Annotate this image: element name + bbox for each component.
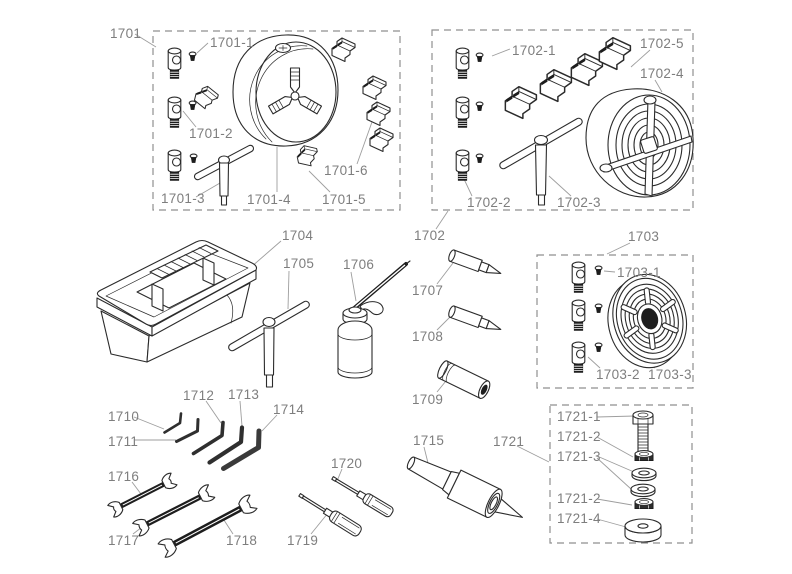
part-label-1710: 1710 (108, 409, 139, 424)
part-label-1701-5: 1701-5 (322, 192, 366, 207)
chuck-key-1702-3 (499, 117, 583, 206)
washer-1721-3a (631, 467, 657, 482)
part-label-1712: 1712 (183, 388, 214, 403)
reduction-sleeve-drawing (437, 360, 491, 399)
part-label-1715: 1715 (413, 433, 444, 448)
part-label-1702: 1702 (414, 228, 445, 243)
toolbox-drawing (96, 239, 258, 363)
open-end-wrench-1717 (132, 484, 216, 537)
chuck-key-1705 (228, 300, 310, 388)
part-labels: 1701 1701-1 1701-2 1701-3 1701-4 1701-5 … (108, 26, 692, 548)
part-label-1704: 1704 (282, 228, 313, 243)
dashed-box-1721 (549, 404, 693, 544)
live-center-drawing (406, 456, 524, 519)
open-end-wrench-1716 (107, 472, 178, 518)
hex-key-set (163, 412, 262, 471)
part-label-1705: 1705 (283, 256, 314, 271)
hex-key-1712 (191, 420, 225, 456)
oil-can-drawing (337, 260, 411, 379)
part-label-1701-2: 1701-2 (189, 126, 233, 141)
part-label-1711: 1711 (108, 434, 138, 449)
hex-key-1714 (221, 428, 262, 471)
part-label-1721-1: 1721-1 (557, 409, 601, 424)
hex-key-1713 (207, 425, 245, 465)
part-label-1701-3: 1701-3 (161, 191, 205, 206)
dashed-box-1701 (152, 30, 401, 211)
part-label-1707: 1707 (412, 283, 443, 298)
dead-center-1708 (448, 305, 502, 330)
part-label-1703-3: 1703-3 (648, 367, 692, 382)
chuck-key-1701-3 (193, 144, 255, 206)
part-label-1714: 1714 (273, 402, 304, 417)
part-label-1706: 1706 (343, 257, 374, 272)
foot-pad-1721-4 (624, 518, 662, 543)
hex-nut-1721-2a (634, 450, 654, 462)
part-label-1702-1: 1702-1 (512, 43, 556, 58)
part-label-1701: 1701 (110, 26, 141, 41)
part-label-1719: 1719 (287, 533, 318, 548)
part-label-1716: 1716 (108, 469, 139, 484)
part-label-1701-1: 1701-1 (210, 35, 254, 50)
dead-center-1707 (448, 249, 502, 274)
part-label-1721-4: 1721-4 (557, 511, 601, 526)
screwdriver-1720 (331, 476, 394, 518)
part-label-1702-3: 1702-3 (557, 195, 601, 210)
part-label-1718: 1718 (226, 533, 257, 548)
part-label-1721-3: 1721-3 (557, 449, 601, 464)
hex-key-1711 (175, 418, 200, 443)
part-label-1702-4: 1702-4 (640, 66, 684, 81)
screwdriver-1719 (298, 493, 362, 537)
part-label-1709: 1709 (412, 392, 443, 407)
part-label-1703-2: 1703-2 (596, 367, 640, 382)
part-label-1708: 1708 (412, 329, 443, 344)
part-label-1721-2a: 1721-2 (557, 429, 601, 444)
part-label-1721-2b: 1721-2 (557, 491, 601, 506)
faceplate-drawing (607, 273, 687, 369)
part-label-1720: 1720 (331, 456, 362, 471)
part-label-1721: 1721 (493, 434, 524, 449)
four-jaw-chuck-drawing (585, 88, 694, 198)
three-jaw-chuck-drawing (232, 34, 339, 147)
dashed-box-1702 (431, 29, 694, 211)
washer-1721-3b (630, 483, 656, 498)
dashed-box-1703 (536, 254, 694, 389)
hex-bolt-1721-1 (632, 410, 654, 453)
part-label-1713: 1713 (228, 387, 259, 402)
open-end-wrench-1718 (157, 494, 258, 558)
part-label-1701-4: 1701-4 (247, 192, 291, 207)
hex-nut-1721-2b (634, 498, 654, 510)
part-label-1703-1: 1703-1 (617, 265, 661, 280)
part-label-1701-6: 1701-6 (324, 163, 368, 178)
part-label-1702-2: 1702-2 (467, 195, 511, 210)
hex-key-1710 (163, 412, 183, 434)
part-label-1702-5: 1702-5 (640, 36, 684, 51)
part-label-1703: 1703 (628, 229, 659, 244)
part-label-1717: 1717 (108, 533, 139, 548)
